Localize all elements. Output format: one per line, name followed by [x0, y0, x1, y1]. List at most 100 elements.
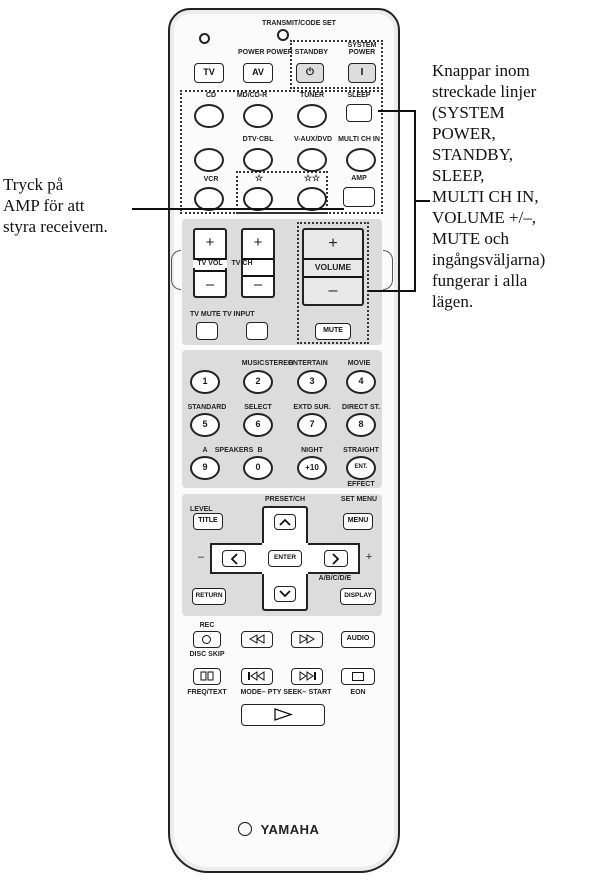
menu-button[interactable]: MENU [343, 513, 373, 530]
tv-vol-label: TV VOL [193, 260, 227, 268]
play-icon [274, 708, 293, 721]
num-2-button[interactable]: 2 [243, 370, 273, 394]
ent-button[interactable]: ENT. [346, 456, 376, 480]
row3-label-star1: ☆ [254, 173, 264, 183]
num-6-button[interactable]: 6 [243, 413, 273, 437]
num-top-label-stereo: STEREO [264, 360, 294, 367]
num-plus10-button[interactable]: +10 [297, 456, 327, 480]
bracket-vertical [414, 110, 416, 292]
dpad-minus-label: – [197, 551, 205, 563]
right-arrow-button[interactable] [324, 550, 348, 567]
tv-button[interactable]: TV [194, 63, 224, 83]
tv-vol-plus[interactable]: + [205, 234, 215, 251]
level-label: LEVEL [190, 506, 213, 513]
star2-button[interactable] [297, 187, 327, 211]
num-mid-label-extd: EXTD SUR. [293, 404, 331, 411]
multi-ch-in-button[interactable] [346, 148, 376, 172]
chevron-up-icon [279, 518, 291, 526]
row3-label-star2: ☆☆ [303, 173, 321, 183]
volume-label: VOLUME [314, 262, 352, 272]
dtv-cbl-button[interactable] [243, 148, 273, 172]
return-button[interactable]: RETURN [192, 588, 226, 605]
num-5-button[interactable]: 5 [190, 413, 220, 437]
num-8-button[interactable]: 8 [346, 413, 376, 437]
vcr-button[interactable] [194, 187, 224, 211]
volume-plus[interactable]: + [328, 235, 338, 252]
chevron-down-icon [279, 590, 291, 598]
v-aux-dvd-button[interactable] [297, 148, 327, 172]
rec-label: REC [199, 622, 215, 629]
num-9-button[interactable]: 9 [190, 456, 220, 480]
bracket-bottom-leader [368, 290, 416, 292]
star1-button[interactable] [243, 187, 273, 211]
tv-vol-divider-top [195, 258, 225, 260]
dotted-frame-power [290, 40, 383, 89]
audio-button[interactable]: AUDIO [341, 631, 375, 648]
num-0-button[interactable]: 0 [243, 456, 273, 480]
side-bracket-left [171, 250, 181, 290]
led-indicator [199, 33, 210, 44]
phono-button[interactable] [194, 148, 224, 172]
row2-label-multich: MULTI CH IN [338, 136, 380, 143]
num-mid-label-standard: STANDARD [187, 404, 227, 411]
chevron-left-icon [230, 553, 238, 565]
pause-button[interactable] [193, 668, 221, 685]
disc-skip-label: DISC SKIP [189, 651, 225, 658]
down-arrow-button[interactable] [274, 586, 296, 602]
system-power-button[interactable]: I [348, 63, 376, 83]
av-button[interactable]: AV [243, 63, 273, 83]
set-menu-label: SET MENU [340, 496, 378, 503]
num-4-button[interactable]: 4 [346, 370, 376, 394]
right-annotation-line-9: MUTE och [432, 229, 509, 248]
rewind-icon [248, 634, 265, 644]
cd-button[interactable] [194, 104, 224, 128]
play-button[interactable] [241, 704, 325, 726]
right-annotation-line-10: ingångsväljarna) [432, 250, 546, 269]
tv-input-button[interactable] [246, 322, 268, 340]
bracket-pointer [416, 200, 430, 202]
standby-button[interactable]: ⏻ [296, 63, 324, 83]
right-annotation-line-8: VOLUME +/–, [432, 208, 537, 227]
num-7-button[interactable]: 7 [297, 413, 327, 437]
bottom-label-freq: FREQ/TEXT [187, 689, 227, 696]
tv-mute-button[interactable] [196, 322, 218, 340]
right-annotation: Knappar inom streckade linjer (SYSTEM PO… [432, 60, 598, 312]
num-1-button[interactable]: 1 [190, 370, 220, 394]
num-low-label-straight: STRAIGHT [343, 447, 379, 454]
amp-leader-line [132, 208, 344, 210]
bottom-label-mode: MODE– [240, 689, 266, 696]
tv-ch-plus[interactable]: + [253, 234, 263, 251]
tuner-button[interactable] [297, 104, 327, 128]
display-button[interactable]: DISPLAY [340, 588, 376, 605]
up-arrow-button[interactable] [274, 514, 296, 530]
amp-button[interactable] [343, 187, 375, 207]
row1-label-sleep: SLEEP [347, 92, 371, 99]
num-3-button[interactable]: 3 [297, 370, 327, 394]
mute-button[interactable]: MUTE [315, 323, 351, 340]
tv-vol-minus[interactable]: – [205, 276, 215, 293]
bottom-label-eon: EON [350, 689, 366, 696]
left-arrow-button[interactable] [222, 550, 246, 567]
fast-forward-icon [299, 634, 316, 644]
dpad-left[interactable] [210, 543, 262, 574]
enter-button[interactable]: ENTER [268, 550, 302, 567]
yamaha-logo [238, 822, 252, 836]
tv-ch-divider-bottom [243, 275, 273, 277]
brand-name: YAMAHA [260, 822, 320, 837]
md-cdr-button[interactable] [243, 104, 273, 128]
row3-label-amp: AMP [351, 175, 367, 182]
dotted-frame-amp-row [236, 171, 328, 214]
volume-minus[interactable]: – [328, 282, 338, 299]
right-annotation-line-1: Knappar inom [432, 61, 530, 80]
record-circle-icon [202, 635, 211, 644]
skip-back-icon [248, 671, 265, 681]
volume-divider-bottom [304, 276, 362, 278]
stop-button[interactable] [341, 668, 375, 685]
title-button[interactable]: TITLE [193, 513, 223, 530]
num-low-label-b: B [257, 447, 263, 454]
num-top-label-entertain: ENTERTAIN [288, 360, 328, 367]
stop-icon [352, 672, 364, 681]
sleep-button[interactable] [346, 104, 372, 122]
num-mid-label-select: SELECT [244, 404, 272, 411]
tv-ch-minus[interactable]: – [253, 276, 263, 293]
